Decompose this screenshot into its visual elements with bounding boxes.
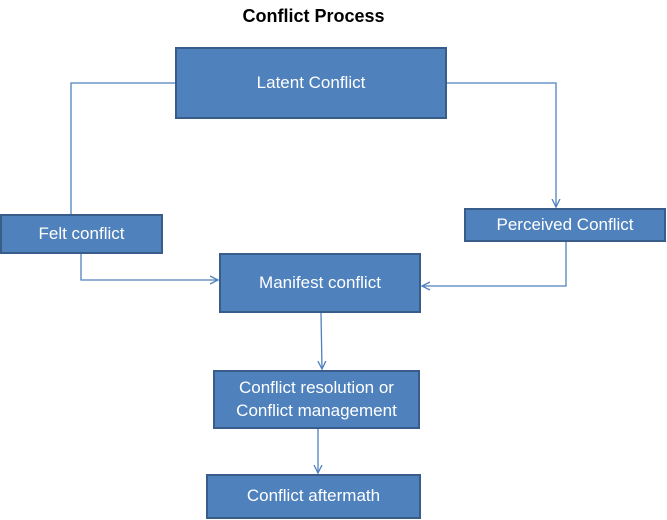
node-latent-conflict-label: Latent Conflict xyxy=(256,72,366,92)
node-perceived-conflict: Perceived Conflict xyxy=(464,208,666,242)
node-perceived-conflict-label: Perceived Conflict xyxy=(496,214,634,234)
connector-perceived-to-manifest xyxy=(422,242,567,286)
connector-latent-to-perceived xyxy=(447,82,556,207)
node-felt-conflict-label: Felt conflict xyxy=(38,223,125,243)
node-conflict-aftermath: Conflict aftermath xyxy=(206,474,421,519)
connector-felt-to-manifest xyxy=(80,254,218,280)
node-conflict-resolution: Conflict resolution or Conflict manageme… xyxy=(213,370,420,429)
node-manifest-conflict: Manifest conflict xyxy=(219,253,421,313)
node-conflict-resolution-label-line1: Conflict resolution or xyxy=(239,378,394,398)
node-conflict-aftermath-label: Conflict aftermath xyxy=(246,486,381,506)
node-manifest-conflict-label: Manifest conflict xyxy=(259,272,381,292)
node-felt-conflict: Felt conflict xyxy=(0,214,163,254)
connector-manifest-to-resolution xyxy=(321,312,322,369)
connector-latent-to-felt xyxy=(70,82,175,214)
node-latent-conflict: Latent Conflict xyxy=(175,47,447,119)
node-conflict-resolution-label-line2: Conflict management xyxy=(236,400,397,420)
diagram-title: Conflict Process xyxy=(242,6,385,26)
